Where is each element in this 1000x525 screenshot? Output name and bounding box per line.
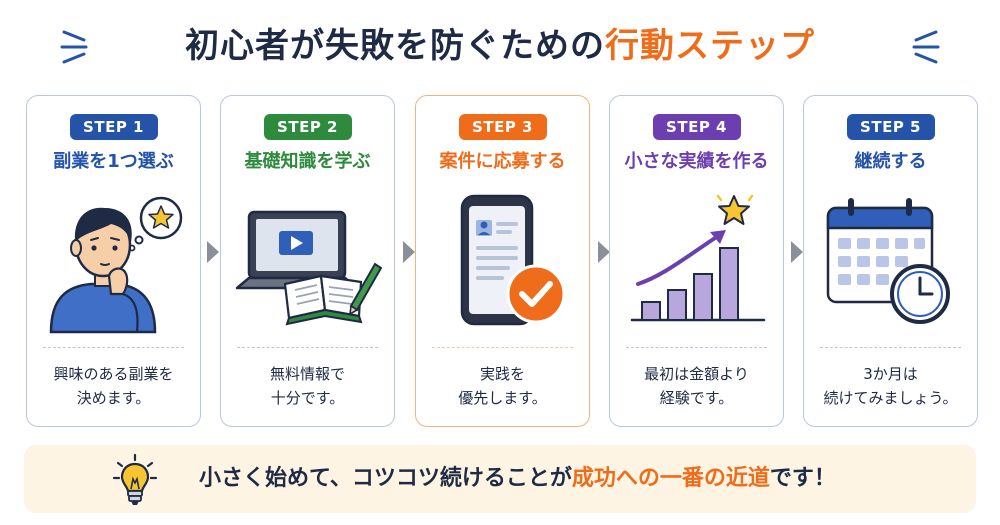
step-badge: STEP 3 xyxy=(458,114,547,140)
footer-message: 小さく始めて、コツコツ続けることが成功への一番の近道です！ xyxy=(199,445,836,513)
growth-chart-icon xyxy=(630,194,766,322)
arrow-right-icon xyxy=(598,241,610,263)
footer-text-after: です！ xyxy=(769,466,836,491)
step-title: 継続する xyxy=(854,151,927,172)
arrow-right-icon xyxy=(791,241,803,263)
desc-line: 最初は金額より xyxy=(644,365,749,383)
sparkle-lines-right-icon xyxy=(912,30,940,64)
step-card-1: STEP 1 副業を1つ選ぶ 興味のある副業を 決めます。 xyxy=(26,95,201,427)
desc-line: 経験です。 xyxy=(659,389,734,407)
step-badge: STEP 4 xyxy=(652,114,741,140)
card-divider xyxy=(237,347,378,348)
desc-line: 3か月は xyxy=(863,365,918,383)
title-accent: 行動ステップ xyxy=(605,26,815,66)
lightbulb-icon xyxy=(112,453,158,505)
step-description: 実践を 優先します。 xyxy=(416,362,589,410)
step-card-4: STEP 4 小さな実績を作る 最初は金額より 経験です。 xyxy=(609,95,784,427)
desc-line: 無料情報で xyxy=(269,365,345,383)
calendar-clock-icon xyxy=(826,198,950,324)
desc-line: 優先します。 xyxy=(458,389,547,407)
card-divider xyxy=(820,347,961,348)
step-title: 小さな実績を作る xyxy=(624,151,769,172)
step-title: 副業を1つ選ぶ xyxy=(53,151,174,172)
step-title: 基礎知識を学ぶ xyxy=(244,151,371,172)
step-description: 興味のある副業を 決めます。 xyxy=(27,362,200,410)
step-badge: STEP 1 xyxy=(69,114,158,140)
footer-text-accent: 成功への一番の近道 xyxy=(571,466,770,491)
arrow-right-icon xyxy=(403,241,415,263)
title-main: 初心者が失敗を防ぐための xyxy=(185,26,605,66)
laptop-book-icon xyxy=(235,210,383,326)
footer-text-before: 小さく始めて、コツコツ続けることが xyxy=(199,466,572,491)
step-card-5: STEP 5 継続する 3か月は 続けてみましょう。 xyxy=(803,95,978,427)
sparkle-lines-left-icon xyxy=(60,30,88,64)
step-title: 案件に応募する xyxy=(439,151,566,172)
step-badge: STEP 5 xyxy=(846,114,935,140)
card-divider xyxy=(43,347,184,348)
thinking-person-icon xyxy=(49,196,183,334)
footer-message-box: 小さく始めて、コツコツ続けることが成功への一番の近道です！ xyxy=(24,445,976,513)
step-card-3: STEP 3 案件に応募する 実践を 優先します。 xyxy=(415,95,590,427)
desc-line: 興味のある副業を xyxy=(53,365,174,383)
card-divider xyxy=(626,347,767,348)
desc-line: 決めます。 xyxy=(76,389,151,407)
smartphone-check-icon xyxy=(460,194,566,326)
desc-line: 続けてみましょう。 xyxy=(823,389,958,407)
page-title: 初心者が失敗を防ぐための行動ステップ xyxy=(0,18,1000,74)
step-description: 無料情報で 十分です。 xyxy=(221,362,394,410)
desc-line: 十分です。 xyxy=(270,389,345,407)
desc-line: 実践を xyxy=(479,365,525,383)
step-card-2: STEP 2 基礎知識を学ぶ 無料情報で 十分です。 xyxy=(220,95,395,427)
arrow-right-icon xyxy=(207,241,219,263)
step-description: 最初は金額より 経験です。 xyxy=(610,362,783,410)
step-description: 3か月は 続けてみましょう。 xyxy=(804,362,977,410)
step-badge: STEP 2 xyxy=(263,114,352,140)
card-divider xyxy=(432,347,573,348)
